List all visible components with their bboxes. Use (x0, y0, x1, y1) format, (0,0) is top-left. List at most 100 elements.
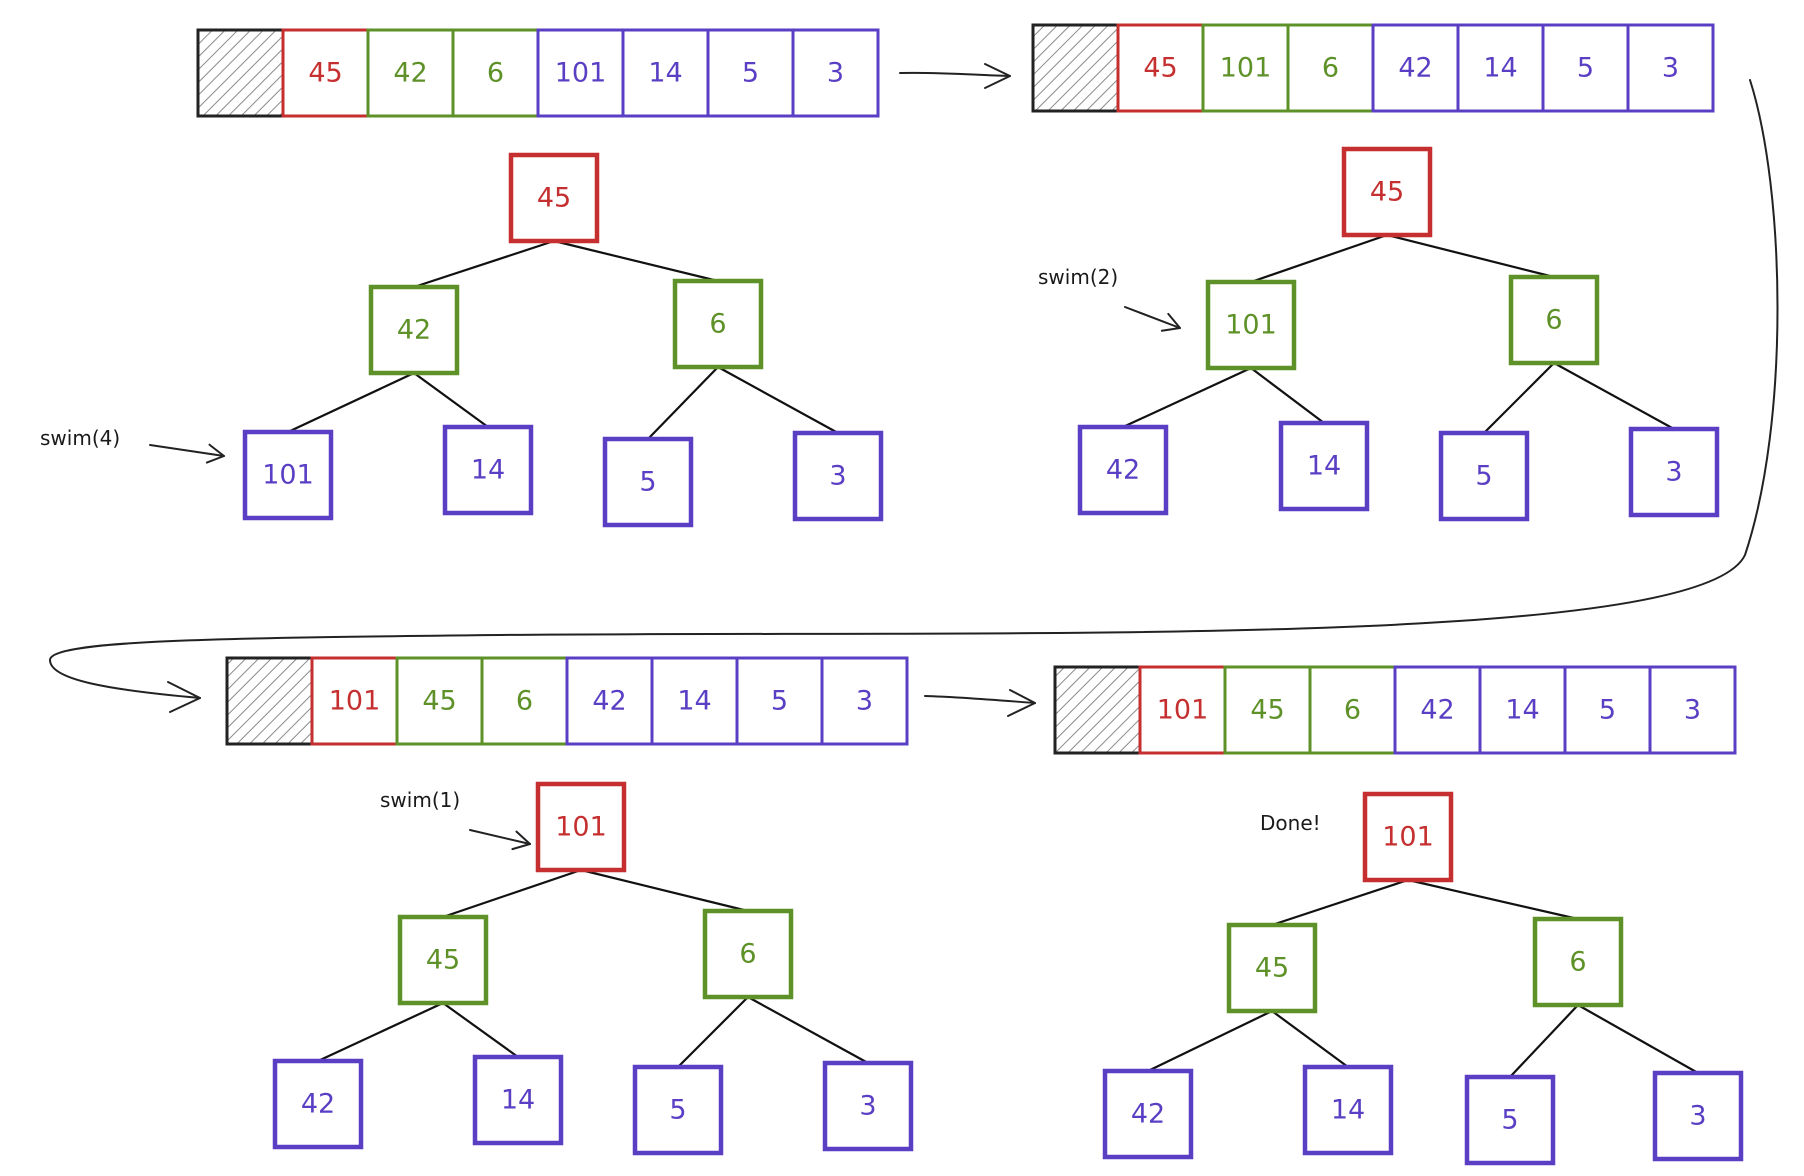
edge-root-to-child-2 (552, 239, 720, 283)
tree-level2-node-box (368, 284, 460, 376)
tree-level2-node-value: 45 (1255, 953, 1289, 984)
array-cell-value: 42 (1420, 695, 1454, 726)
tree-root-node: 101 (1362, 791, 1454, 883)
array-cell-value: 101 (329, 686, 381, 717)
array-cell-value: 5 (771, 686, 788, 717)
array-empty-slot-0 (196, 28, 285, 118)
tree-level2-node: 42 (368, 284, 460, 376)
tree-leaf-node: 5 (602, 436, 694, 528)
tree-level2-node: 6 (1532, 916, 1624, 1008)
tree-leaf-node: 3 (1628, 426, 1720, 518)
tree-leaf-node: 3 (1652, 1070, 1744, 1162)
array-cell-value: 101 (1220, 53, 1272, 84)
tree-level2-node-value: 42 (397, 315, 431, 346)
array-cell-7: 3 (791, 28, 880, 118)
tree-level2-node-value: 6 (1569, 947, 1586, 978)
array-cell-box (1286, 23, 1375, 113)
tree-root-node-box (508, 152, 600, 244)
array-cell-box (310, 656, 399, 746)
tree-root-node-value: 101 (1382, 822, 1434, 853)
array-cell-box (706, 28, 795, 118)
tree-leaf-node-value: 42 (1131, 1099, 1165, 1130)
array-cell-1: 101 (310, 656, 399, 746)
operation-note: swim(4) (40, 426, 120, 450)
tree-leaf-node-value: 3 (1689, 1101, 1706, 1132)
tree-edges (316, 868, 870, 1069)
tree-level2-node-box (672, 278, 764, 370)
tree-level2-node-box (1226, 922, 1318, 1014)
array-cell-3: 6 (451, 28, 540, 118)
array-cell-box (1223, 665, 1312, 755)
tree-leaf-node-box (792, 430, 884, 522)
operation-note: swim(2) (1038, 265, 1118, 289)
tree-leaf-node-value: 14 (1307, 451, 1341, 482)
edge-to-leaf-1 (1146, 1009, 1274, 1073)
flow-arrow-panel1-to-panel2 (899, 63, 1011, 89)
tree-leaf-node-value: 14 (471, 455, 505, 486)
tree-level2-node-box (1532, 916, 1624, 1008)
array-cell-box (621, 28, 710, 118)
array-cell-box (1541, 23, 1630, 113)
tree-leaf-node-value: 101 (262, 460, 314, 491)
flow-arrow-panel3-to-panel4 (924, 689, 1036, 717)
tree-leaf-node: 14 (472, 1054, 564, 1146)
array-cell-2: 45 (1223, 665, 1312, 755)
tree-leaf-node-box (1628, 426, 1720, 518)
array-cell-value: 14 (648, 58, 682, 89)
edge-to-leaf-1 (1121, 366, 1253, 429)
tree-leaf-node: 3 (792, 430, 884, 522)
edge-to-leaf-3 (646, 365, 720, 441)
tree-leaf-node-value: 5 (1475, 461, 1492, 492)
tree-leaf-node-value: 5 (669, 1095, 686, 1126)
tree-root-node-box (535, 781, 627, 873)
array-cell-5: 14 (1478, 665, 1567, 755)
array-cell-value: 6 (1344, 695, 1361, 726)
array-cell-box (820, 656, 909, 746)
array-cell-value: 14 (677, 686, 711, 717)
tree-leaf-node: 42 (1102, 1068, 1194, 1160)
edge-to-leaf-2 (1249, 366, 1326, 425)
tree-level2-node-value: 101 (1225, 310, 1277, 341)
tree-leaf-node-value: 3 (1665, 457, 1682, 488)
array-cell-box (1478, 665, 1567, 755)
array-cell-value: 14 (1483, 53, 1517, 84)
array-cell-value: 5 (1577, 53, 1594, 84)
tree-leaf-node-value: 42 (301, 1089, 335, 1120)
array-cell-box (650, 656, 739, 746)
tree-leaf-node-box (242, 429, 334, 521)
tree-leaf-node: 3 (822, 1060, 914, 1152)
edge-to-leaf-3 (676, 995, 750, 1069)
tree-level2-node-value: 6 (1545, 305, 1562, 336)
array-cell-7: 3 (820, 656, 909, 746)
array-cell-box (791, 28, 880, 118)
edge-root-to-child-2 (1385, 233, 1556, 279)
tree-level2-node-box (702, 908, 794, 1000)
array-cell-7: 3 (1626, 23, 1715, 113)
edge-root-to-child-2 (579, 868, 750, 913)
tree-leaf-node: 5 (1464, 1074, 1556, 1166)
tree-root-node: 45 (508, 152, 600, 244)
tree-level2-node-box (1508, 274, 1600, 366)
array-cell-value: 42 (393, 58, 427, 89)
tree-leaf-node-box (632, 1064, 724, 1156)
tree-level2-node: 6 (702, 908, 794, 1000)
note-pointer-arrow (1124, 306, 1181, 332)
array-cell-box (451, 28, 540, 118)
array-cell-6: 5 (1563, 665, 1652, 755)
tree-root-node-value: 45 (537, 183, 571, 214)
array-cell-box (1456, 23, 1545, 113)
tree-leaf-node-box (472, 1054, 564, 1146)
tree-root-node-box (1362, 791, 1454, 883)
tree-level2-node: 101 (1205, 279, 1297, 371)
tree-leaf-node: 14 (442, 424, 534, 516)
array-cell-value: 45 (1250, 695, 1284, 726)
tree-level2-node: 6 (1508, 274, 1600, 366)
array-cell-3: 6 (480, 656, 569, 746)
array-empty-slot-0 (1053, 665, 1142, 755)
